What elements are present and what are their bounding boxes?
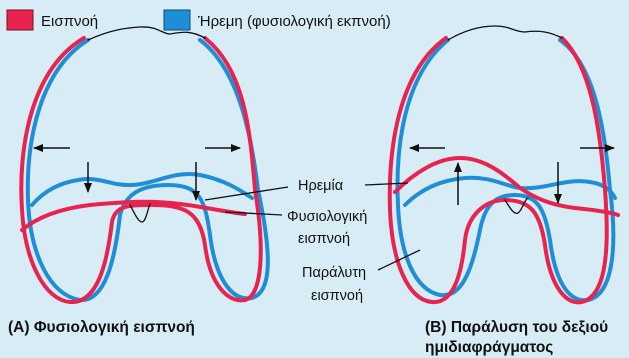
panel-a-thorax — [19, 26, 270, 305]
panel-b-inspiration-diaphragm — [393, 156, 620, 217]
panel-a-arrows — [33, 144, 241, 201]
normal-inspiration-label-line1: Φυσιολογική — [287, 209, 367, 225]
leader-paralyzed-insp — [377, 249, 421, 271]
legend-rest-label: Ήρεμη (φυσιολογική εκπνοή) — [197, 13, 391, 30]
paralyzed-inspiration-label-line1: Παράλυτη — [302, 265, 366, 281]
legend-inspiration-label: Εισπνοή — [41, 13, 98, 30]
panel-a-mediastinum — [129, 203, 151, 223]
legend-rest-swatch — [163, 9, 191, 31]
leader-rest-to-b — [364, 182, 409, 186]
leader-normal-insp — [224, 211, 283, 216]
paralyzed-inspiration-label-line2: εισπνοή — [311, 288, 363, 304]
leader-lines — [204, 182, 421, 271]
legend-inspiration-swatch — [6, 9, 34, 31]
normal-inspiration-label-line2: εισπνοή — [298, 231, 350, 247]
caption-a: (A) Φυσιολογική εισπνοή — [8, 319, 195, 336]
panel-b-mediastinum — [504, 197, 529, 214]
panel-b-rest-outline — [395, 38, 616, 303]
panel-b-arrows — [409, 144, 615, 205]
panel-b-thorax — [387, 25, 620, 305]
leader-rest-to-a — [204, 186, 289, 201]
panel-a-inspiration-diaphragm — [20, 199, 247, 232]
panel-a-apex-line — [87, 26, 206, 41]
panel-b-apex-line — [447, 25, 563, 41]
caption-b-line1: (B) Παράλυση του δεξιού — [425, 319, 608, 336]
panel-a-rest-outline — [25, 38, 270, 302]
rest-label: Ηρεμία — [298, 178, 343, 194]
panel-a-rest-diaphragm — [30, 171, 254, 207]
legend: Εισπνοή Ήρεμη (φυσιολογική εκπνοή) — [6, 9, 391, 31]
panel-a-inspiration-outline — [19, 36, 263, 305]
caption-b-line2: ημιδιαφράγματος — [425, 339, 553, 356]
